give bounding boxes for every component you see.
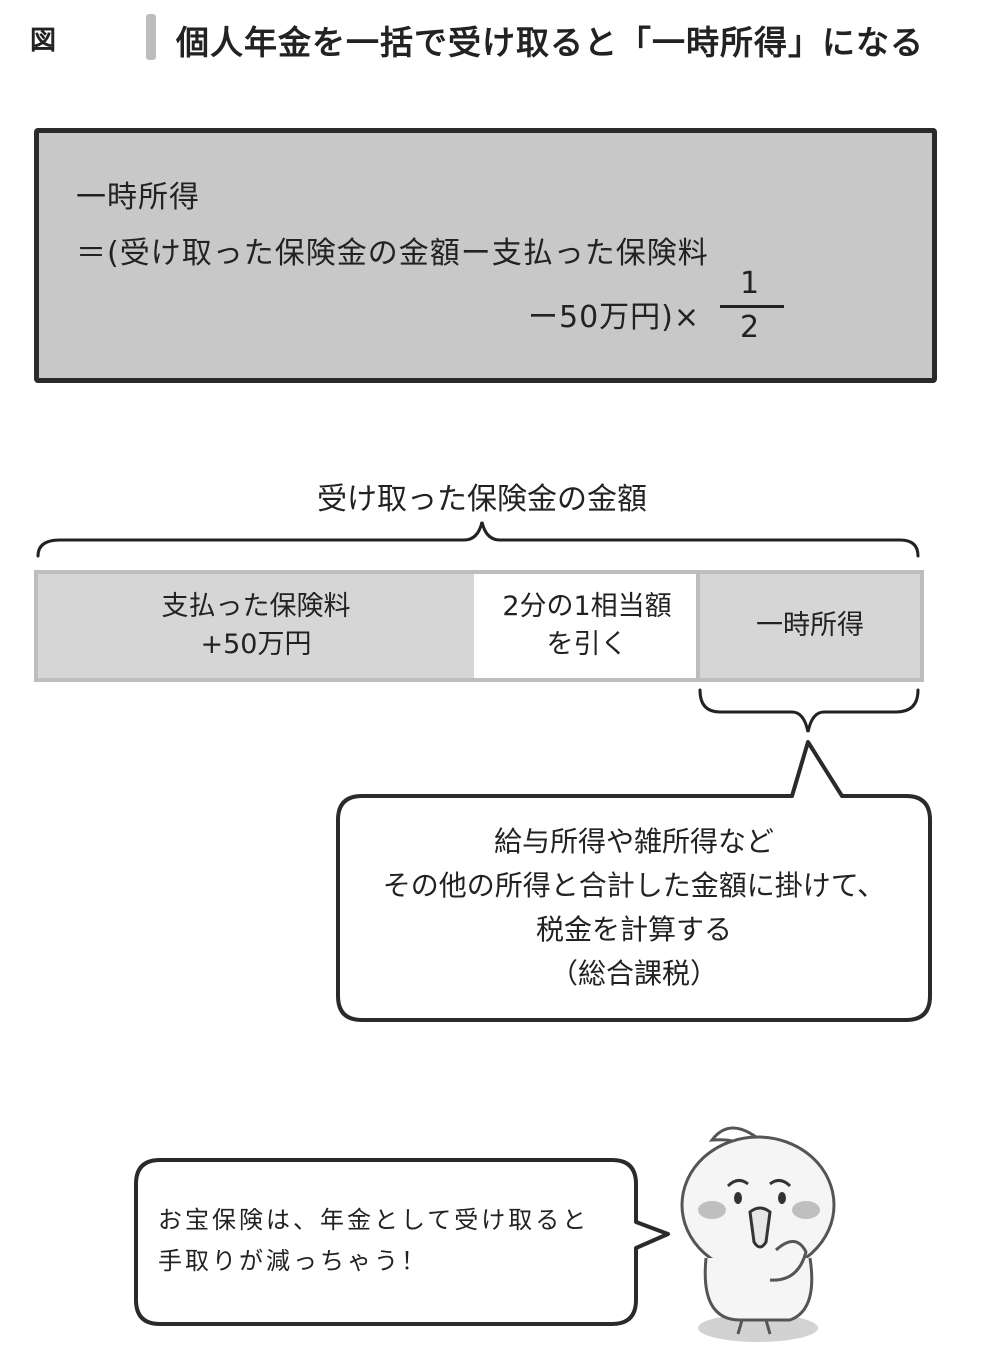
tax-speech-bubble xyxy=(336,740,932,1022)
figure-title: 個人年金を一括で受け取ると「一時所得」になる xyxy=(176,23,924,62)
bottom-brace xyxy=(698,688,920,733)
total-amount-label: 受け取った保険金の金額 xyxy=(317,482,647,517)
top-brace xyxy=(36,521,920,558)
segment-temporary-income-label: 一時所得 xyxy=(756,610,864,641)
bird-character-illustration xyxy=(680,1126,836,1342)
character-eyebrow-right xyxy=(769,1179,792,1188)
tax-bubble-line-4: （総合課税） xyxy=(549,957,718,990)
character-beak xyxy=(748,1206,772,1249)
tax-bubble-line-1: 給与所得や雑所得など xyxy=(493,825,774,858)
character-eye-right xyxy=(778,1192,786,1204)
segment-premium-paid-line2: +50万円 xyxy=(200,629,312,660)
segment-half-deduction: 2分の1相当額 を引く xyxy=(474,570,700,682)
bird-speech-bubble xyxy=(134,1158,670,1326)
character-cheek-right xyxy=(792,1201,820,1219)
tax-bubble-text: 給与所得や雑所得など その他の所得と合計した金額に掛けて、 税金を計算する （総… xyxy=(340,820,928,996)
character-feet xyxy=(736,1319,772,1335)
tax-bubble-line-3: 税金を計算する xyxy=(535,913,732,946)
character-eyebrow-left xyxy=(726,1179,749,1188)
segment-half-deduction-line1: 2分の1相当額 xyxy=(502,591,672,622)
bird-bubble-line-1: お宝保険は、年金として受け取ると xyxy=(158,1206,590,1234)
tax-bubble-line-2: その他の所得と合計した金額に掛けて、 xyxy=(382,869,886,902)
character-eye-left xyxy=(734,1192,742,1204)
formula-line-2: ＝(受け取った保険金の金額ー支払った保険料 xyxy=(76,236,709,271)
fraction-numerator: 1 xyxy=(740,266,760,301)
formula-line-3: ー50万円)× xyxy=(528,300,701,335)
fraction-denominator: 2 xyxy=(740,310,760,345)
segment-half-deduction-line2: を引く xyxy=(546,629,628,660)
segment-premium-paid-line1: 支払った保険料 xyxy=(161,591,351,622)
fraction-bar xyxy=(720,305,784,308)
character-cheek-left xyxy=(698,1201,726,1219)
title-accent-bar xyxy=(146,14,156,60)
formula-line-1: 一時所得 xyxy=(76,180,200,215)
segment-temporary-income: 一時所得 xyxy=(696,570,924,682)
bird-bubble-line-2: 手取りが減っちゃう！ xyxy=(158,1247,428,1275)
formula-box xyxy=(34,128,937,383)
character-wing xyxy=(769,1240,808,1282)
segment-premium-paid: 支払った保険料 +50万円 xyxy=(34,570,478,682)
figure-label: 図 xyxy=(30,26,57,56)
